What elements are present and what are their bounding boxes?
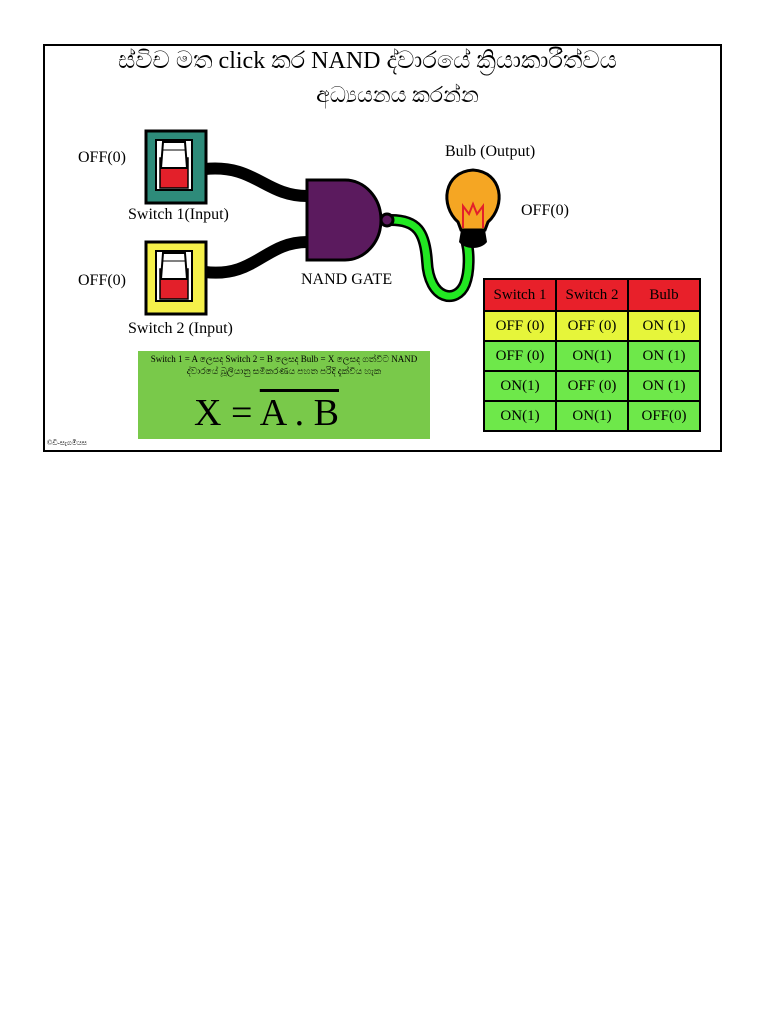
truth-table-row: OFF (0) ON(1) ON (1) xyxy=(483,340,701,372)
switch-1[interactable] xyxy=(144,129,208,205)
truth-cell: OFF (0) xyxy=(555,310,629,342)
truth-cell: ON (1) xyxy=(627,340,701,372)
truth-table-row: ON(1) OFF (0) ON (1) xyxy=(483,370,701,402)
gate-label: NAND GATE xyxy=(301,271,393,288)
nand-gate xyxy=(305,178,395,262)
truth-table: Switch 1 Switch 2 Bulb OFF (0) OFF (0) O… xyxy=(483,278,701,432)
wire-output xyxy=(387,216,473,300)
truth-cell: OFF(0) xyxy=(627,400,701,432)
truth-cell: OFF (0) xyxy=(483,310,557,342)
equation-lhs: X = xyxy=(194,392,260,434)
boolean-equation: X = A . B xyxy=(194,391,339,435)
truth-cell: ON (1) xyxy=(627,310,701,342)
title-line-2: අධ්‍යයනය කරන්න xyxy=(316,82,479,107)
truth-cell: OFF (0) xyxy=(555,370,629,402)
switch-2[interactable] xyxy=(144,240,208,316)
equation-description: Switch 1 = A ලෙසද Switch 2 = B ලෙසද Bulb… xyxy=(150,354,418,376)
truth-cell: ON(1) xyxy=(483,370,557,402)
copyright-text: ©ඩී-සැගමියස xyxy=(47,439,87,447)
wire-switch1 xyxy=(199,162,313,202)
equation-box: Switch 1 = A ලෙසද Switch 2 = B ලෙසද Bulb… xyxy=(138,351,430,439)
truth-cell: ON(1) xyxy=(483,400,557,432)
truth-cell: ON(1) xyxy=(555,340,629,372)
truth-cell: ON (1) xyxy=(627,370,701,402)
switch-1-label: Switch 1(Input) xyxy=(128,206,229,223)
truth-table-header-row: Switch 1 Switch 2 Bulb xyxy=(483,278,701,312)
truth-table-row: ON(1) ON(1) OFF(0) xyxy=(483,400,701,432)
truth-header-cell: Switch 2 xyxy=(555,278,629,312)
switch-2-state: OFF(0) xyxy=(78,272,127,289)
bulb-icon xyxy=(445,168,501,248)
title-line-1: ස්විච මත click කර NAND ද්වාරයේ ක්‍රියාකා… xyxy=(118,48,617,74)
truth-table-row: OFF (0) OFF (0) ON (1) xyxy=(483,310,701,342)
truth-cell: OFF (0) xyxy=(483,340,557,372)
wire-switch2 xyxy=(199,236,313,279)
truth-cell: ON(1) xyxy=(555,400,629,432)
diagram-frame: ස්විච මත click කර NAND ද්වාරයේ ක්‍රියාකා… xyxy=(43,44,722,452)
circuit-drawing xyxy=(144,129,501,316)
bulb-state: OFF(0) xyxy=(521,202,570,219)
truth-header-cell: Switch 1 xyxy=(483,278,557,312)
truth-header-cell: Bulb xyxy=(627,278,701,312)
equation-rhs: A . B xyxy=(259,392,339,434)
switch-1-state: OFF(0) xyxy=(78,149,127,166)
bulb-label: Bulb (Output) xyxy=(445,143,536,160)
switch-2-label: Switch 2 (Input) xyxy=(128,320,233,337)
